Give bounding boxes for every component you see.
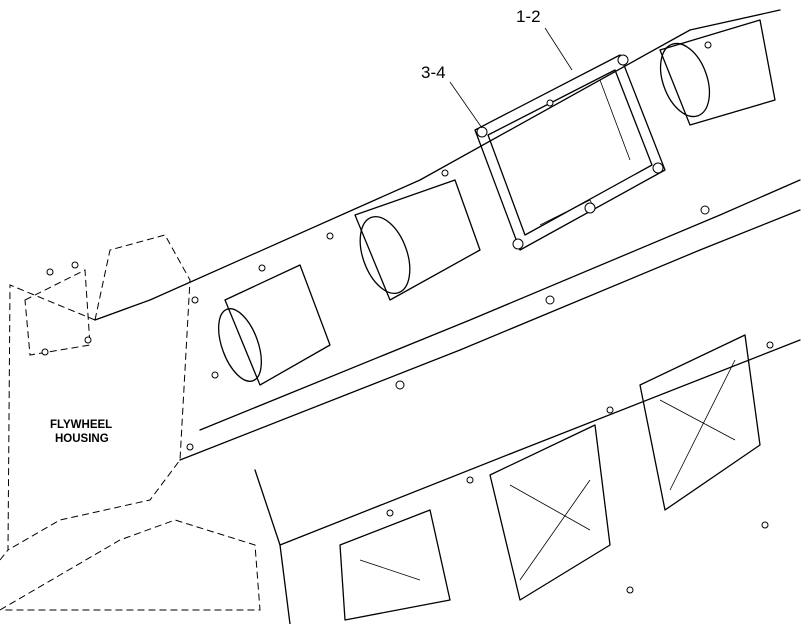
block-front-edge	[254, 469, 291, 624]
side-window-middle	[489, 424, 611, 601]
cover-plate	[474, 54, 666, 251]
callout-3-4: 3-4	[421, 63, 446, 82]
block-bottom-edge	[279, 339, 801, 546]
bore-opening-left	[218, 264, 331, 386]
bolt	[617, 54, 629, 66]
bolt	[512, 238, 524, 250]
callout-1-2: 1-2	[516, 7, 541, 26]
bore-opening-right	[659, 19, 776, 126]
flywheel-housing-flange	[24, 269, 91, 356]
housing-bolt	[71, 261, 79, 269]
housing-bolt	[46, 268, 54, 276]
block-mid-ledge	[199, 179, 801, 431]
side-window-right	[639, 334, 761, 511]
leader-3-4	[449, 81, 483, 129]
block-lower-edge	[179, 209, 801, 461]
flywheel-housing-lower	[0, 519, 261, 611]
side-window-left	[339, 509, 451, 621]
block-fastener-holes	[186, 41, 774, 594]
flywheel-label-line1: FLYWHEEL	[50, 419, 112, 431]
bolt	[584, 202, 596, 214]
housing-bolt	[84, 336, 92, 344]
bolt-3-4	[476, 126, 488, 138]
housing-bolt	[41, 348, 49, 356]
leader-1-2	[544, 27, 573, 71]
flywheel-housing-outline	[0, 234, 191, 561]
flywheel-label-line2: HOUSING	[55, 433, 109, 445]
bore-opening-middle	[354, 179, 481, 301]
bolt	[652, 162, 664, 174]
block-top-edge	[94, 9, 781, 321]
